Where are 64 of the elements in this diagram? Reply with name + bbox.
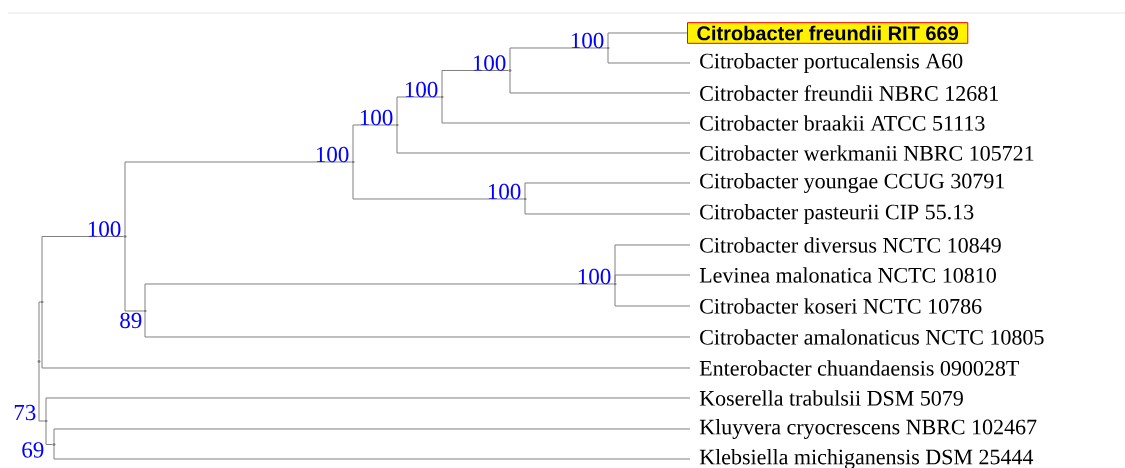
- tree-branch: [41, 236, 124, 301]
- branch-point: [508, 69, 512, 72]
- support-value: 100: [88, 221, 121, 237]
- branch-point: [123, 235, 127, 238]
- support-value: 100: [488, 183, 521, 200]
- taxon-label: Citrobacter pasteurii CIP 55.13: [700, 204, 974, 224]
- branch-point: [44, 419, 48, 423]
- branch-point: [440, 95, 444, 99]
- taxon-label: Citrobacter portucalensis A60: [700, 53, 963, 73]
- tree-branch: [53, 445, 691, 460]
- tree-branch: [524, 182, 691, 198]
- branch-point: [351, 160, 355, 164]
- taxon-label: Levinea malonatica NCTC 10810: [699, 267, 996, 283]
- tree-branch: [124, 161, 352, 236]
- tree-branch: [607, 32, 688, 47]
- taxon-label: Citrobacter koseri NCTC 10786: [700, 298, 982, 314]
- taxon-label: Citrobacter youngae CCUG 30791: [700, 173, 1004, 193]
- highlighted-taxon-label: Citrobacter freundii RIT 669: [687, 22, 969, 44]
- branch-point: [523, 197, 527, 201]
- support-value: 100: [360, 109, 393, 126]
- tree-branch: [38, 301, 41, 361]
- tree-branch: [41, 303, 691, 369]
- tree-branch: [124, 237, 144, 312]
- tree-branch: [524, 200, 691, 215]
- support-value: 69: [22, 442, 44, 458]
- branch-point: [37, 360, 41, 363]
- support-value: 100: [316, 146, 349, 163]
- tree-branch: [144, 283, 614, 310]
- taxon-label: Citrobacter werkmanii NBRC 105721: [700, 145, 1034, 161]
- tree-branch: [614, 274, 691, 283]
- tree-branch: [144, 312, 691, 338]
- support-value: 100: [405, 81, 438, 98]
- tree-branch: [45, 422, 53, 445]
- taxon-label: Citrobacter diversus NCTC 10849: [700, 237, 1001, 253]
- support-value: 73: [14, 404, 36, 421]
- branch-point: [40, 300, 44, 304]
- tree-branch: [441, 98, 691, 124]
- tree-branch: [614, 285, 691, 307]
- taxon-label: Koserella trabulsii DSM 5079: [699, 390, 963, 406]
- taxon-label: Enterobacter chuandaensis 090028T: [699, 360, 1019, 376]
- taxon-label: Citrobacter amalonaticus NCTC 10805: [700, 329, 1044, 345]
- tree-branch: [607, 49, 691, 64]
- tree-branch: [441, 70, 509, 96]
- branch-point: [613, 282, 617, 286]
- tree-branch: [509, 47, 607, 70]
- support-value: 89: [120, 312, 142, 329]
- support-value: 100: [578, 268, 611, 285]
- branch-point: [395, 123, 399, 127]
- taxon-label: Citrobacter freundii NBRC 12681: [700, 85, 998, 101]
- tree-branch: [45, 397, 691, 420]
- tree-branch: [53, 428, 691, 444]
- tree-branch: [509, 71, 691, 94]
- taxon-label: Kluyvera cryocrescens NBRC 102467: [699, 419, 1037, 439]
- support-value: 100: [473, 55, 506, 71]
- support-value: 100: [571, 32, 604, 49]
- tree-branch: [396, 126, 691, 154]
- branch-point: [606, 46, 610, 50]
- tree-branch: [352, 124, 396, 161]
- branch-point: [143, 309, 147, 313]
- branch-point: [52, 443, 56, 446]
- tree-branch: [38, 362, 45, 422]
- tree-branch: [352, 163, 524, 200]
- taxon-label: Citrobacter braakii ATCC 51113: [700, 115, 985, 131]
- tree-branch: [396, 96, 441, 124]
